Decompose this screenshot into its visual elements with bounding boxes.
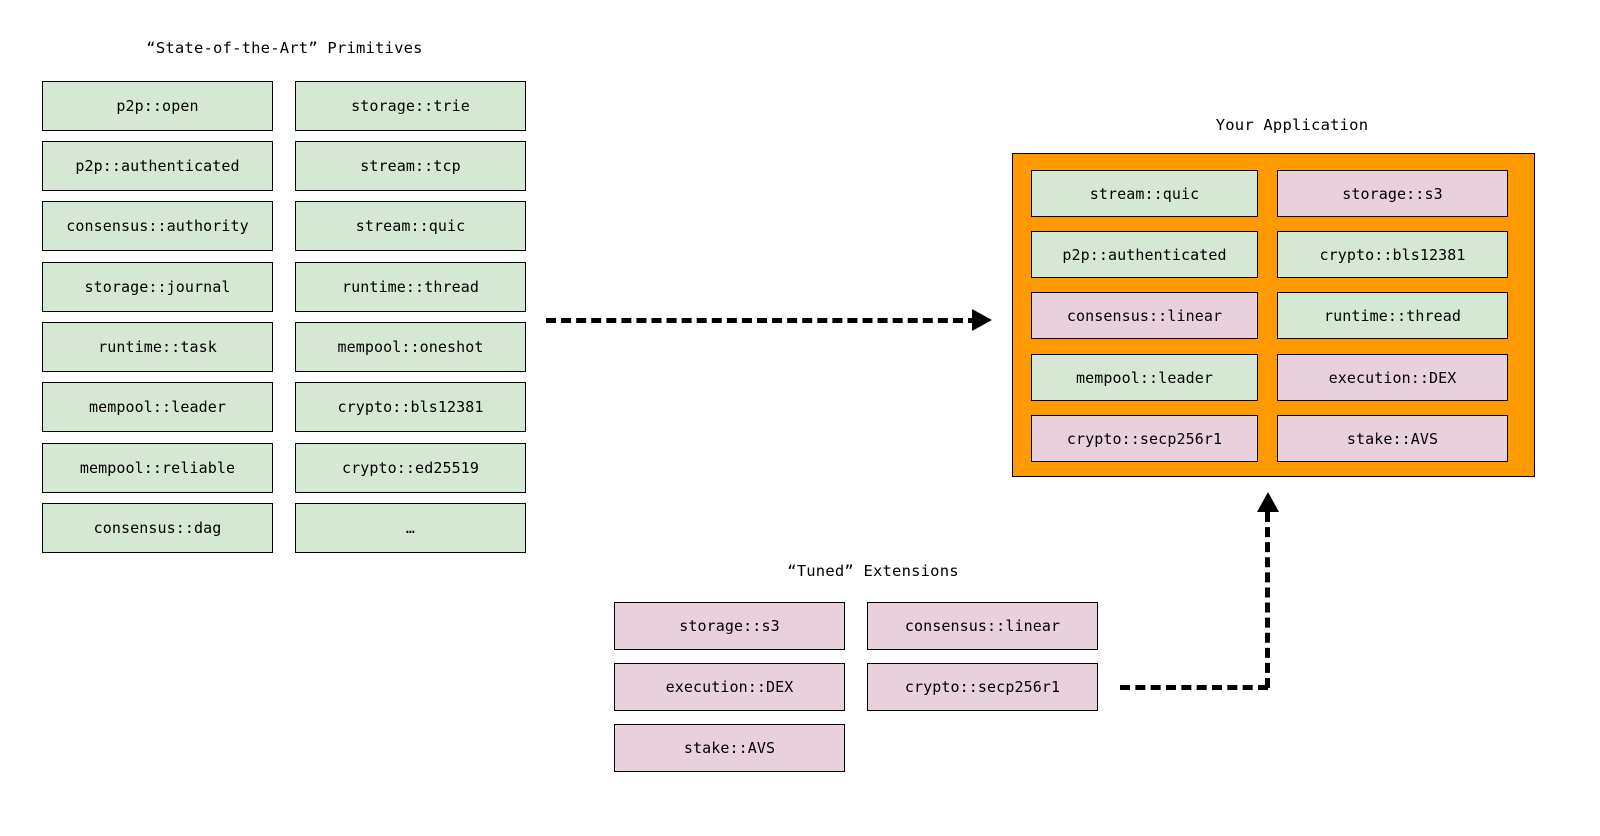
application-node[interactable]: p2p::authenticated xyxy=(1031,231,1258,278)
primitive-node[interactable]: mempool::oneshot xyxy=(295,322,526,372)
application-node[interactable]: consensus::linear xyxy=(1031,292,1258,339)
primitive-node[interactable]: stream::quic xyxy=(295,201,526,251)
extension-node[interactable]: stake::AVS xyxy=(614,724,845,772)
primitive-node[interactable]: consensus::authority xyxy=(42,201,273,251)
primitive-node[interactable]: stream::tcp xyxy=(295,141,526,191)
application-node[interactable]: crypto::bls12381 xyxy=(1277,231,1508,278)
extension-node[interactable]: execution::DEX xyxy=(614,663,845,711)
application-section-title: Your Application xyxy=(1215,116,1369,134)
application-node[interactable]: runtime::thread xyxy=(1277,292,1508,339)
primitive-node[interactable]: storage::trie xyxy=(295,81,526,131)
primitive-node[interactable]: consensus::dag xyxy=(42,503,273,553)
primitive-node[interactable]: mempool::reliable xyxy=(42,443,273,493)
application-node[interactable]: stake::AVS xyxy=(1277,415,1508,462)
extensions-to-application-dashed-line-vertical xyxy=(1265,512,1270,688)
primitives-to-application-dashed-line xyxy=(546,318,978,323)
application-node[interactable]: crypto::secp256r1 xyxy=(1031,415,1258,462)
application-node[interactable]: stream::quic xyxy=(1031,170,1258,217)
application-node[interactable]: execution::DEX xyxy=(1277,354,1508,401)
application-node[interactable]: mempool::leader xyxy=(1031,354,1258,401)
primitive-node[interactable]: mempool::leader xyxy=(42,382,273,432)
extensions-to-application-dashed-line-horizontal xyxy=(1120,685,1268,690)
extension-node[interactable]: crypto::secp256r1 xyxy=(867,663,1098,711)
application-node[interactable]: storage::s3 xyxy=(1277,170,1508,217)
primitive-node[interactable]: runtime::task xyxy=(42,322,273,372)
extensions-section-title: “Tuned” Extensions xyxy=(787,562,959,580)
primitive-node[interactable]: storage::journal xyxy=(42,262,273,312)
primitive-node[interactable]: crypto::ed25519 xyxy=(295,443,526,493)
primitives-section-title: “State-of-the-Art” Primitives xyxy=(146,39,423,57)
primitive-node[interactable]: … xyxy=(295,503,526,553)
primitive-node[interactable]: p2p::open xyxy=(42,81,273,131)
extension-node[interactable]: storage::s3 xyxy=(614,602,845,650)
primitive-node[interactable]: runtime::thread xyxy=(295,262,526,312)
primitive-node[interactable]: p2p::authenticated xyxy=(42,141,273,191)
extensions-to-application-arrowhead-icon xyxy=(1257,492,1279,512)
primitives-to-application-arrowhead-icon xyxy=(972,309,992,331)
extension-node[interactable]: consensus::linear xyxy=(867,602,1098,650)
primitive-node[interactable]: crypto::bls12381 xyxy=(295,382,526,432)
